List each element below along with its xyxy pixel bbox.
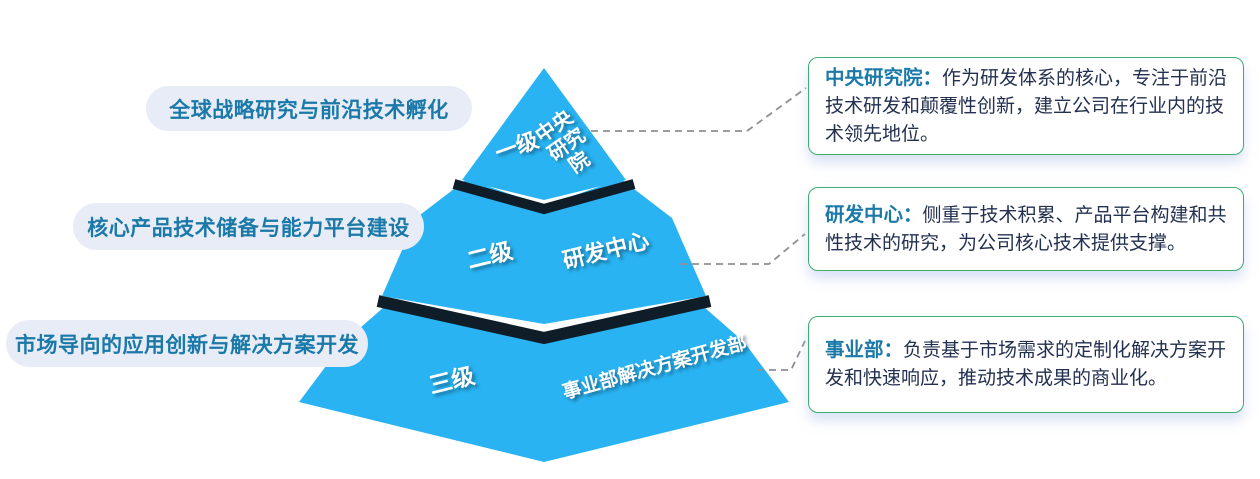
card-text: 中央研究院：作为研发体系的核心，专注于前沿技术研发和颠覆性创新，建立公司在行业内… (825, 64, 1231, 149)
card-text: 研发中心：侧重于技术积累、产品平台构建和共性技术的研究，为公司核心技术提供支撑。 (825, 201, 1231, 258)
pyramid-tier-3-face (299, 300, 789, 462)
left-label-tier-3: 市场导向的应用创新与解决方案开发 (6, 320, 368, 367)
connector-line-1 (591, 87, 807, 132)
connector-line-2 (680, 233, 806, 265)
connector-line-3 (757, 340, 806, 371)
info-card-rnd-center: 研发中心：侧重于技术积累、产品平台构建和共性技术的研究，为公司核心技术提供支撑。 (808, 187, 1244, 271)
left-label-tier-1: 全球战略研究与前沿技术孵化 (146, 86, 472, 131)
pyramid-tier-1-face (462, 68, 626, 200)
pyramid-separator-2 (376, 295, 712, 345)
info-card-central-research-institute: 中央研究院：作为研发体系的核心，专注于前沿技术研发和颠覆性创新，建立公司在行业内… (808, 57, 1244, 155)
pyramid-tier-2-face (382, 179, 706, 324)
pyramid-separator-1 (452, 179, 636, 215)
card-body: 侧重于技术积累、产品平台构建和共性技术的研究，为公司核心技术提供支撑。 (825, 204, 1227, 254)
card-title: 事业部： (825, 339, 904, 361)
card-body: 负责基于市场需求的定制化解决方案开发和快速响应，推动技术成果的商业化。 (825, 340, 1227, 389)
info-card-business-division: 事业部：负责基于市场需求的定制化解决方案开发和快速响应，推动技术成果的商业化。 (808, 316, 1244, 413)
card-title: 中央研究院： (825, 66, 943, 89)
card-text: 事业部：负责基于市场需求的定制化解决方案开发和快速响应，推动技术成果的商业化。 (825, 336, 1231, 393)
card-title: 研发中心： (825, 203, 923, 226)
card-body: 作为研发体系的核心，专注于前沿技术研发和颠覆性创新，建立公司在行业内的技术领先地… (825, 67, 1228, 145)
left-label-tier-2: 核心产品技术储备与能力平台建设 (73, 203, 424, 250)
